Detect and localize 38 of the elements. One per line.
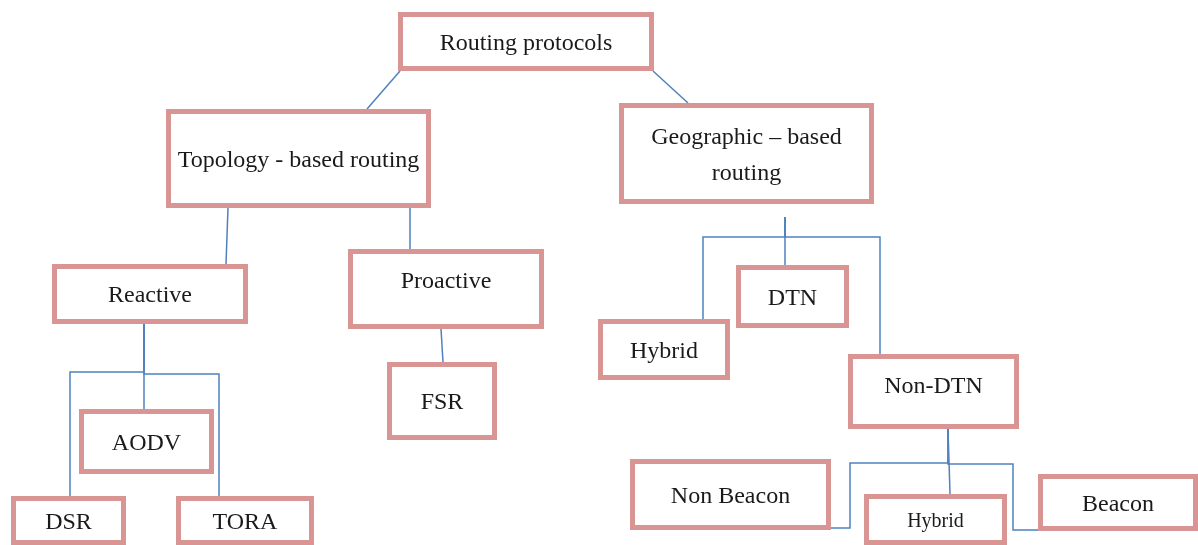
category-box xyxy=(1038,474,1198,531)
box-label: Beacon xyxy=(1082,488,1154,518)
category-box xyxy=(176,496,314,545)
box-label: TORA xyxy=(212,506,278,536)
box-label: Non-DTN xyxy=(884,371,983,400)
connector-line xyxy=(225,207,229,265)
box-label: Routing protocols xyxy=(439,27,613,57)
connector-line xyxy=(143,323,220,497)
category-box xyxy=(864,494,1007,545)
box-label: Topology - based routing xyxy=(177,144,420,174)
category-box xyxy=(398,12,654,71)
box-label: Non Beacon xyxy=(670,480,791,510)
connector-line xyxy=(652,70,689,104)
box-label: Reactive xyxy=(108,280,192,309)
category-box xyxy=(11,496,126,545)
box-label: Hybrid xyxy=(907,507,964,534)
box-label: AODV xyxy=(111,427,182,457)
connector-line xyxy=(366,70,401,110)
connector-line xyxy=(947,428,1039,531)
box-label: FSR xyxy=(420,387,464,416)
box-label: DSR xyxy=(45,506,92,536)
category-box xyxy=(736,265,849,328)
connector-line xyxy=(409,207,411,250)
category-box xyxy=(387,362,497,440)
connector-line xyxy=(440,328,444,363)
category-box xyxy=(619,103,874,204)
category-box xyxy=(166,109,431,208)
category-box xyxy=(348,249,544,329)
category-box xyxy=(630,459,831,530)
connector-line xyxy=(784,216,881,355)
category-box xyxy=(79,409,214,474)
box-label: DTN xyxy=(767,282,818,312)
box-label: Hybrid xyxy=(630,335,698,365)
box-label: Geographic – based routing xyxy=(650,121,843,187)
category-box xyxy=(52,264,248,324)
box-label: Proactive xyxy=(400,266,492,295)
category-box xyxy=(598,319,730,380)
category-box xyxy=(848,354,1019,429)
